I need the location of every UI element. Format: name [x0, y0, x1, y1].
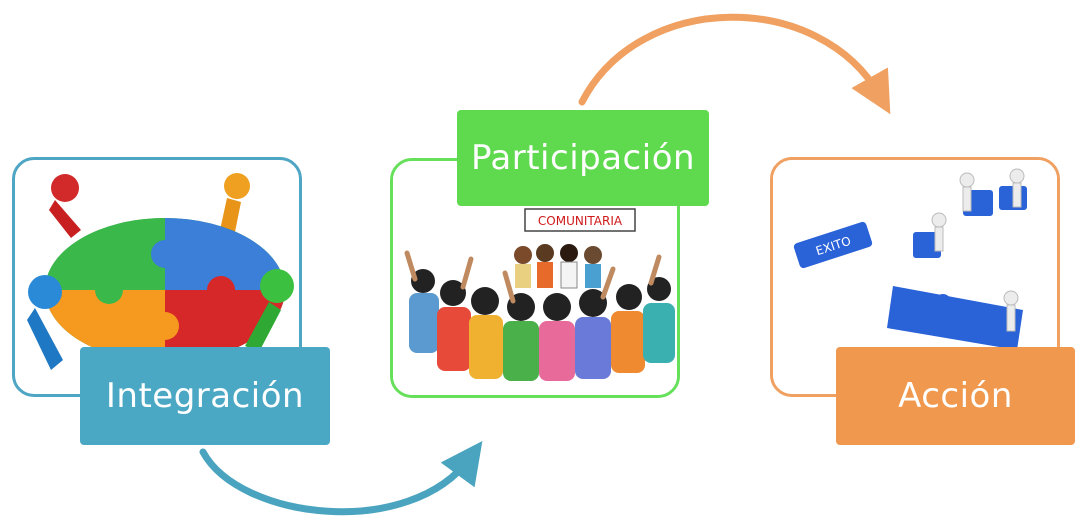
integracion-image-frame	[12, 157, 302, 397]
arrow-participacion-to-accion	[578, 13, 891, 115]
stage-label-integracion: Integración	[80, 347, 330, 445]
puzzle-table-illustration	[27, 173, 294, 370]
stage-label-participacion: Participación	[457, 110, 709, 206]
stage-label-accion: Acción	[836, 347, 1075, 445]
banner-text: COMUNITARIA	[538, 214, 623, 228]
accion-image-frame: EXITO	[770, 157, 1060, 397]
arrow-integracion-to-participacion	[199, 441, 483, 516]
